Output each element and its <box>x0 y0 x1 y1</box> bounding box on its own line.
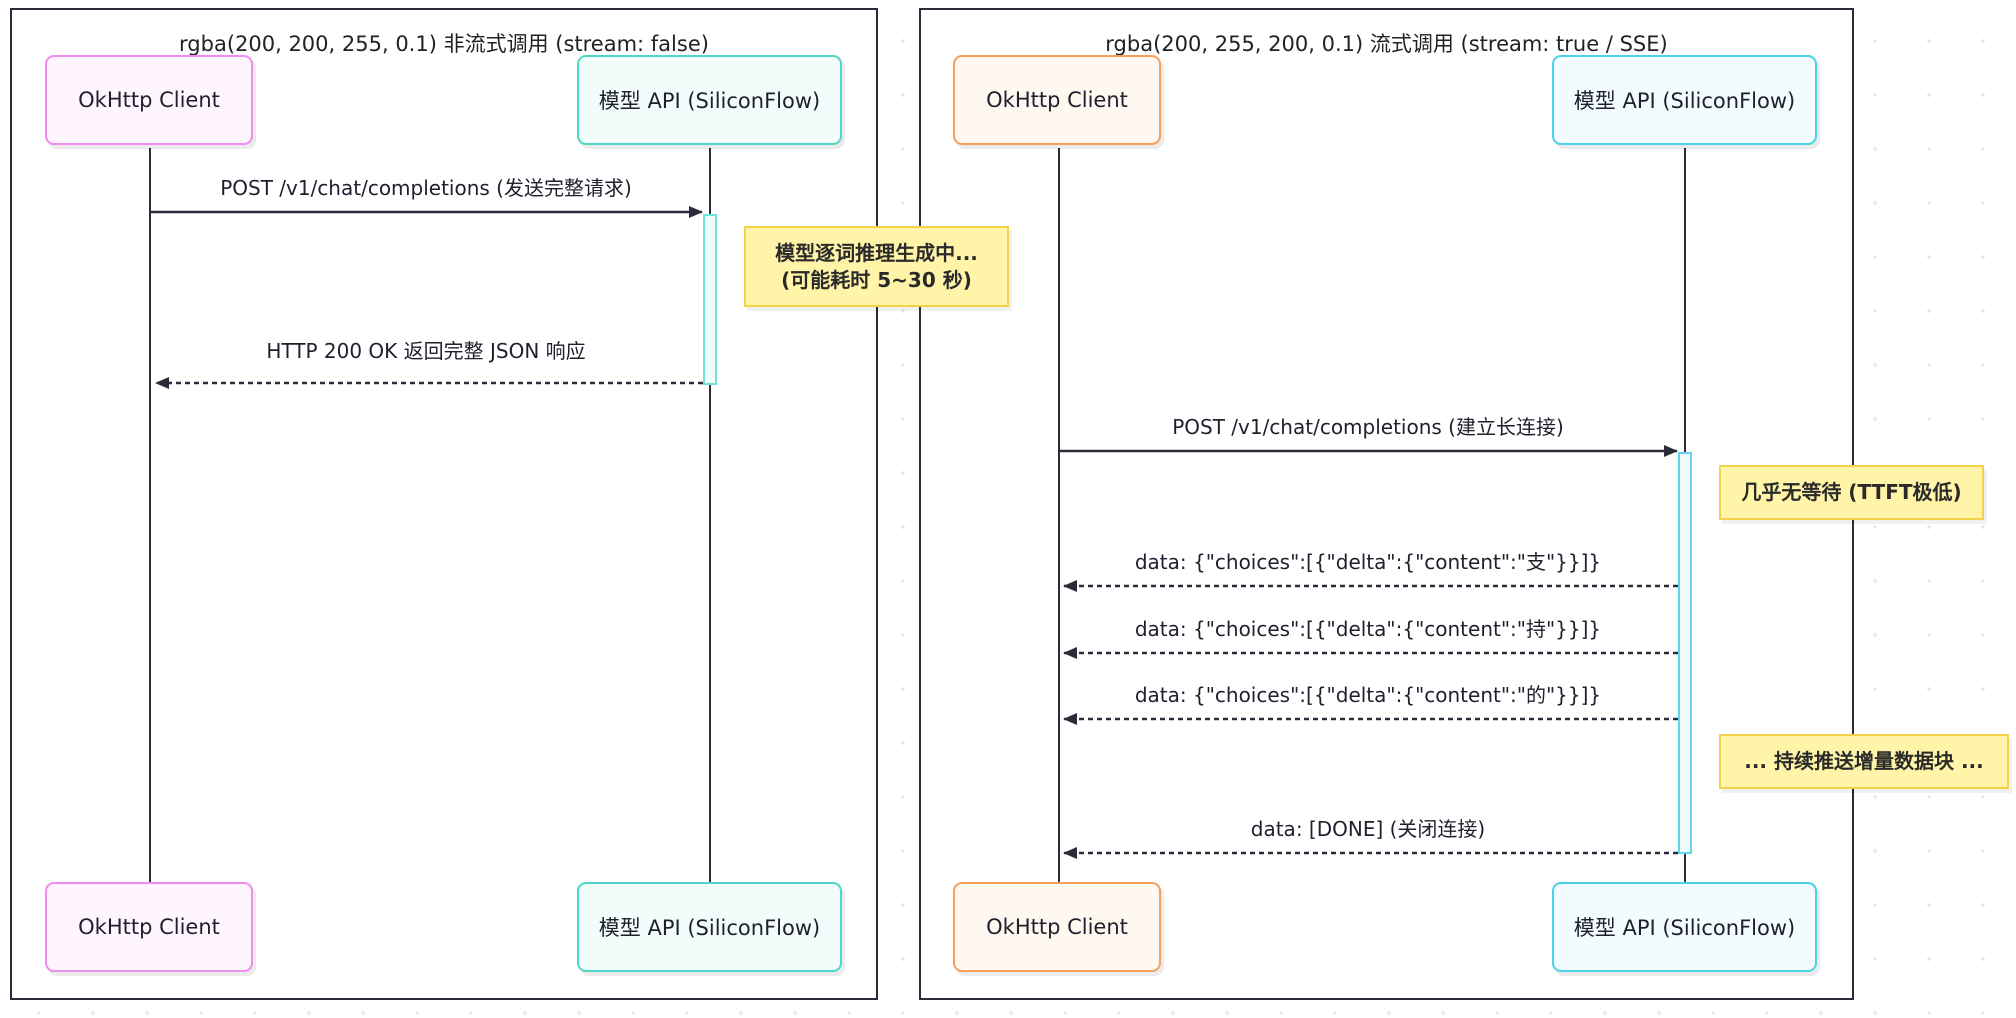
server-activation-bar <box>1678 452 1692 854</box>
chunk-label: data: {"choices":[{"delta":{"content":"支… <box>1134 550 1602 574</box>
model-api-actor: 模型 API (SiliconFlow) <box>577 882 842 972</box>
okhttp-client-actor: OkHttp Client <box>953 882 1161 972</box>
panel-title: rgba(200, 255, 200, 0.1) 流式调用 (stream: t… <box>1105 32 1668 56</box>
non-streaming-panel: rgba(200, 200, 255, 0.1) 非流式调用 (stream: … <box>10 8 878 1000</box>
ttft-note: 几乎无等待 (TTFT极低) <box>1719 465 1984 520</box>
response-label: HTTP 200 OK 返回完整 JSON 响应 <box>266 339 586 363</box>
client-lifeline <box>1058 148 1060 884</box>
okhttp-client-actor: OkHttp Client <box>953 55 1161 145</box>
request-label: POST /v1/chat/completions (发送完整请求) <box>220 176 632 200</box>
okhttp-client-actor: OkHttp Client <box>45 55 253 145</box>
okhttp-client-actor: OkHttp Client <box>45 882 253 972</box>
streaming-panel: rgba(200, 255, 200, 0.1) 流式调用 (stream: t… <box>919 8 1854 1000</box>
model-api-actor: 模型 API (SiliconFlow) <box>1552 882 1817 972</box>
server-lifeline <box>709 148 711 884</box>
panel-title: rgba(200, 200, 255, 0.1) 非流式调用 (stream: … <box>179 32 709 56</box>
request-label: POST /v1/chat/completions (建立长连接) <box>1172 415 1564 439</box>
chunk-label: data: {"choices":[{"delta":{"content":"的… <box>1134 683 1602 707</box>
model-api-actor: 模型 API (SiliconFlow) <box>577 55 842 145</box>
continue-note: ... 持续推送增量数据块 ... <box>1719 734 2009 789</box>
inference-note: 模型逐词推理生成中... (可能耗时 5~30 秒) <box>744 226 1009 307</box>
note-line: (可能耗时 5~30 秒) <box>781 267 972 292</box>
note-line: 模型逐词推理生成中... <box>775 240 978 265</box>
server-activation-bar <box>703 214 717 385</box>
done-label: data: [DONE] (关闭连接) <box>1250 817 1486 841</box>
client-lifeline <box>149 148 151 884</box>
chunk-label: data: {"choices":[{"delta":{"content":"持… <box>1134 617 1602 641</box>
model-api-actor: 模型 API (SiliconFlow) <box>1552 55 1817 145</box>
